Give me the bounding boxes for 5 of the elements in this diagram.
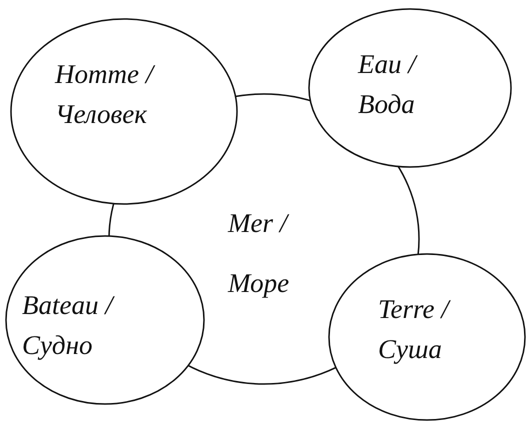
node-label: Mer / Море (228, 207, 290, 300)
node-label: Bateau / Судно (22, 289, 116, 362)
node-label: Terre / Суша (378, 293, 452, 366)
node-label: Eau / Вода (358, 48, 419, 121)
node-label: Homme / Человек (55, 58, 156, 131)
